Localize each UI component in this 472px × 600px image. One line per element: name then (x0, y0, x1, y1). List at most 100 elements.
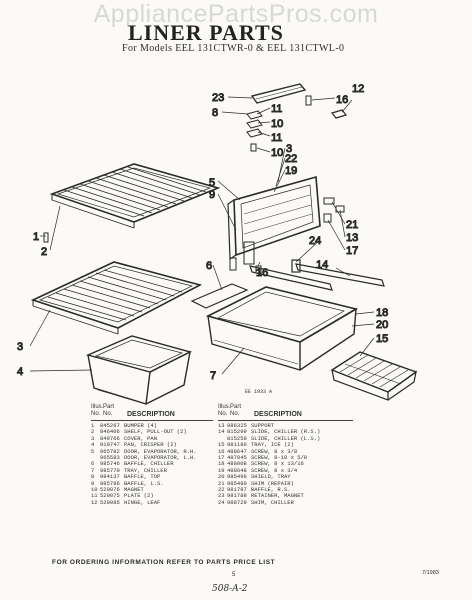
description: SCREW, 8 x 3/4 (251, 466, 298, 474)
illus-no: 15 (218, 441, 225, 449)
illus-no: 1 (91, 422, 95, 429)
callout-23: 23 (212, 92, 224, 104)
illus-no: 20 (218, 473, 225, 481)
part-no: 984137 (100, 473, 120, 481)
table-rule (218, 420, 353, 421)
callout-24: 24 (309, 235, 321, 247)
callout-18: 18 (376, 307, 388, 319)
description: DOOR, EVAPORATOR, L.H. (124, 453, 197, 461)
part-no: 488008 (227, 460, 247, 468)
callout-8: 8 (212, 107, 218, 119)
table-row: 1 845267 BUMPER (4) (91, 422, 213, 429)
description: HINGE, LEAF (124, 498, 161, 506)
description: BUMPER (4) (124, 422, 158, 429)
part-no: 487045 (227, 453, 247, 461)
page-code: 7/1983 (422, 570, 439, 576)
description: SHIM, CHILLER (251, 498, 294, 506)
illus-no: 23 (218, 492, 225, 500)
part-no: 520085 (100, 498, 120, 506)
part-no: 988729 (227, 498, 247, 506)
illus-no: 21 (218, 479, 225, 487)
lower-screw (255, 265, 262, 274)
callout-2: 2 (41, 246, 47, 258)
callout-3-a: 3 (286, 143, 292, 155)
callout-12: 12 (352, 83, 364, 95)
description: RETAINER, MAGNET (251, 492, 304, 500)
description: SUPPORT (251, 422, 275, 429)
part-no: 965583 (100, 453, 120, 461)
top-baffle (250, 83, 307, 104)
chiller-baffle (190, 283, 249, 309)
handwritten-note: 508-A-2 (212, 584, 248, 594)
part-no: 488647 (227, 447, 247, 455)
callout-3-b: 3 (17, 341, 23, 353)
part-no: 849766 (100, 434, 120, 442)
description: SCREW, 8-18 x 5/8 (251, 453, 308, 461)
page-title: LINER PARTS (128, 20, 284, 45)
header-illus: Illus. (91, 404, 104, 410)
part-no: 985746 (100, 460, 120, 468)
header-illus: Illus. (218, 404, 231, 410)
description: BAFFLE, TOP (124, 473, 161, 481)
header-description: DESCRIPTION (254, 411, 302, 418)
part-no: 845267 (100, 422, 120, 429)
diagram-code: EE 1933 A (245, 389, 272, 395)
callout-11-b: 11 (271, 132, 282, 144)
table-header: Illus. Part No. No. DESCRIPTION (218, 404, 353, 418)
description: SLIDE, CHILLER (R.S.) (251, 428, 321, 436)
ordering-note: FOR ORDERING INFORMATION REFER TO PARTS … (52, 559, 276, 566)
callout-5: 5 (209, 177, 215, 189)
illus-no: 13 (218, 422, 225, 429)
description: TRAY, CHILLER (124, 466, 167, 474)
part-no: 985499 (227, 473, 247, 481)
description: COVER, PAN (124, 434, 158, 442)
illus-no: 4 (91, 441, 95, 449)
chiller-tray (205, 286, 359, 371)
part-no: 520076 (100, 485, 120, 493)
part-no: 986325 (227, 422, 247, 429)
description: PAN, CRISPER (2) (124, 441, 177, 449)
callout-22: 22 (285, 153, 297, 165)
illus-no: 12 (91, 498, 98, 506)
illus-no: 3 (91, 434, 95, 442)
pull-out-shelf (49, 163, 221, 229)
description: SLIDE, CHILLER (L.S.) (251, 434, 321, 442)
part-no: 985786 (100, 479, 120, 487)
part-no: 985770 (100, 466, 120, 474)
right-hardware (323, 197, 345, 223)
illus-no: 14 (218, 428, 225, 436)
table-row: 965583 DOOR, EVAPORATOR, L.H. (91, 453, 213, 461)
callout-20: 20 (376, 319, 388, 331)
callout-13: 13 (346, 232, 358, 244)
pan-cover (30, 261, 203, 335)
part-no: 981180 (227, 441, 247, 449)
part-no: 981787 (227, 485, 247, 493)
callout-6: 6 (206, 260, 212, 272)
header-part: Part (230, 404, 242, 410)
callout-17: 17 (346, 245, 358, 257)
illus-no: 17 (218, 453, 225, 461)
header-part: Part (103, 404, 115, 410)
description: MAGNET (124, 485, 144, 493)
callout-21: 21 (346, 219, 358, 231)
crisper-pan (85, 335, 192, 405)
table-rule (91, 420, 213, 421)
description: SHIM (REPAIR) (251, 479, 294, 487)
